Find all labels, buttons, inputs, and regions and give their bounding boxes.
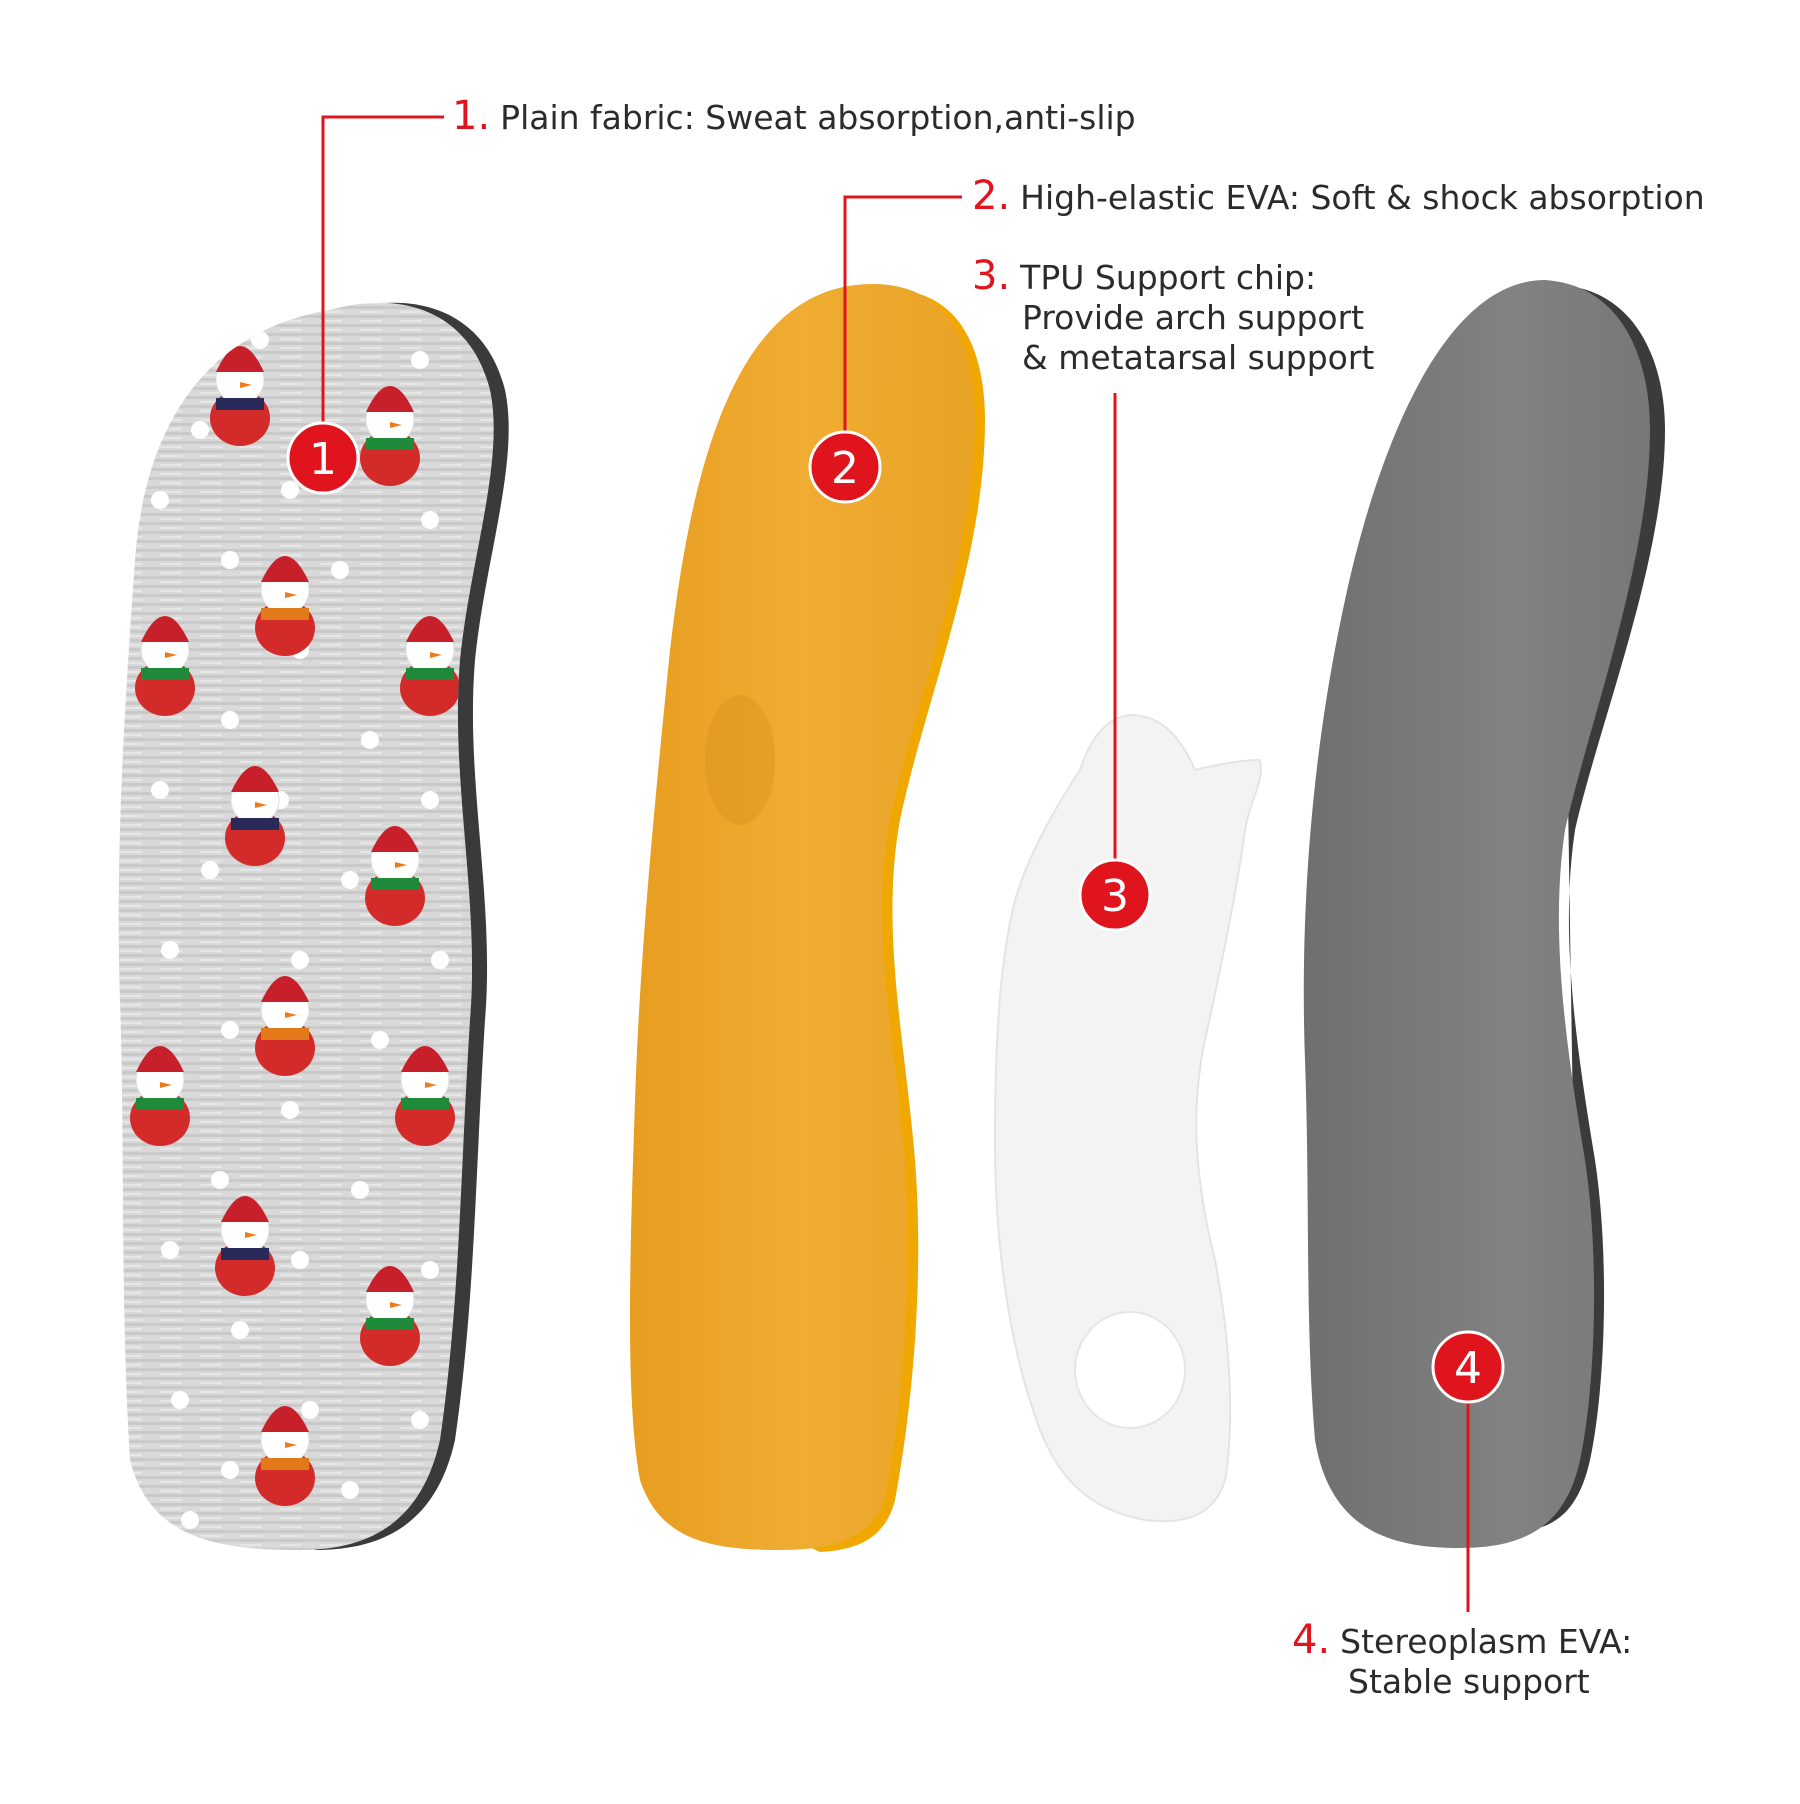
callout-3-title: TPU Support chip: [1020, 258, 1317, 297]
snow-dot [161, 941, 179, 959]
callout-3-subtitle-2: & metatarsal support [1022, 338, 1375, 377]
eva-orange-layer [630, 283, 985, 1552]
snow-dot [281, 481, 299, 499]
callout-2-title: High-elastic EVA: Soft & shock absorptio… [1020, 178, 1705, 217]
snow-dot [231, 1321, 249, 1339]
snow-dot [411, 351, 429, 369]
badge-3: 3 [1078, 858, 1152, 932]
snow-dot [291, 951, 309, 969]
tpu-support-chip [993, 713, 1262, 1523]
snow-dot [341, 871, 359, 889]
callout-1-number: 1. [452, 93, 491, 139]
snow-dot [191, 421, 209, 439]
snowman-print [255, 1406, 315, 1506]
badge-2: 2 [808, 430, 882, 504]
snow-dot [141, 351, 159, 369]
snowman-print [400, 616, 460, 716]
snow-dot [331, 561, 349, 579]
snowman-print [360, 386, 420, 486]
snow-dot [151, 781, 169, 799]
snow-dot [421, 791, 439, 809]
snow-dot [181, 1511, 199, 1529]
heel-cutout [1074, 1311, 1186, 1429]
leader-lines [321, 115, 1470, 1612]
snow-dot [371, 1031, 389, 1049]
snowman-print [130, 1046, 190, 1146]
callout-1: 1.Plain fabric: Sweat absorption,anti-sl… [452, 96, 1136, 138]
snowman-print [365, 826, 425, 926]
snow-dot [151, 491, 169, 509]
snowman-print [255, 976, 315, 1076]
snow-dot [421, 511, 439, 529]
callout-1-title: Plain fabric: Sweat absorption,anti-slip [500, 98, 1136, 137]
badge-4: 4 [1431, 1330, 1505, 1404]
snow-dot [421, 1261, 439, 1279]
leader-line-2 [843, 195, 962, 467]
leader-line-1 [321, 115, 444, 458]
snow-dot [221, 551, 239, 569]
callout-2: 2.High-elastic EVA: Soft & shock absorpt… [972, 176, 1705, 218]
snow-dot [341, 1481, 359, 1499]
snowman-print [360, 1266, 420, 1366]
callout-3: 3.TPU Support chip: Provide arch support… [972, 256, 1374, 378]
snow-dot [281, 1101, 299, 1119]
callout-2-number: 2. [972, 173, 1011, 219]
snowman-print [225, 766, 285, 866]
snowman-print [395, 1046, 455, 1146]
snow-dot [411, 1411, 429, 1429]
badge-2-text: 2 [831, 443, 859, 494]
snow-dot [291, 1251, 309, 1269]
snow-dot [201, 861, 219, 879]
fabric-insole [118, 302, 509, 1551]
badge-1: 1 [286, 421, 360, 495]
snow-dot [361, 731, 379, 749]
snow-dot [211, 1171, 229, 1189]
badge-1-text: 1 [309, 434, 337, 485]
snow-dot [301, 1401, 319, 1419]
badge-3-text: 3 [1101, 871, 1129, 922]
snowman-print [255, 556, 315, 656]
callout-3-subtitle: Provide arch support [1022, 298, 1365, 337]
snowman-print [135, 616, 195, 716]
snow-dot [221, 711, 239, 729]
snow-dot [431, 951, 449, 969]
snow-dot [221, 1021, 239, 1039]
snow-dot [161, 1241, 179, 1259]
callout-4-number: 4. [1292, 1617, 1331, 1663]
snow-dot [251, 331, 269, 349]
callout-4-subtitle: Stable support [1348, 1662, 1590, 1701]
callout-3-number: 3. [972, 253, 1011, 299]
snow-dot [221, 1461, 239, 1479]
callout-4: 4.Stereoplasm EVA: Stable support [1292, 1620, 1632, 1702]
snowman-print-pattern [130, 346, 460, 1506]
snow-dot [351, 1181, 369, 1199]
gray-base-layer [1303, 280, 1665, 1548]
callout-4-title: Stereoplasm EVA: [1340, 1622, 1633, 1661]
badge-4-text: 4 [1454, 1343, 1482, 1394]
snow-dot [171, 1391, 189, 1409]
snowman-print [215, 1196, 275, 1296]
